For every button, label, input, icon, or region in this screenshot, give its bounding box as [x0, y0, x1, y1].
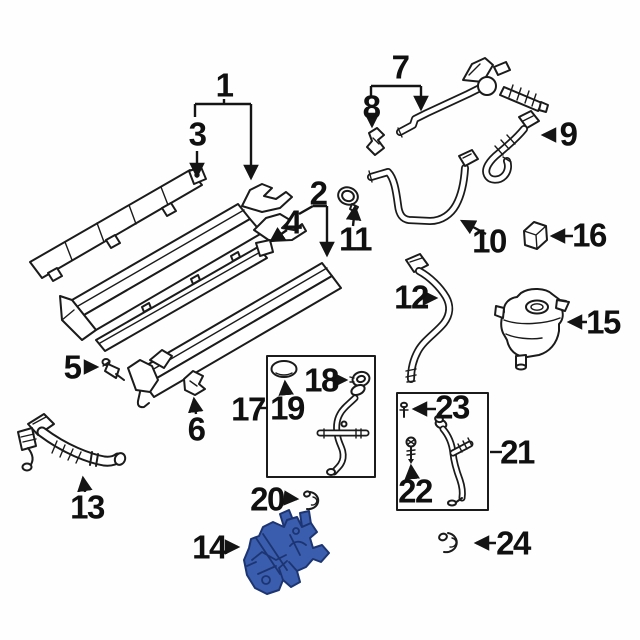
- part-6-bracket: [183, 370, 206, 396]
- part-21-hose: [434, 414, 474, 507]
- callout-22: 22: [398, 472, 433, 510]
- part-8-sensor: [366, 127, 385, 156]
- callout-18: 18: [304, 361, 339, 399]
- callout-24: 24: [496, 524, 531, 562]
- callout-10: 10: [472, 222, 507, 260]
- callout-16: 16: [572, 216, 607, 254]
- part-24-hook-clip: [438, 532, 458, 554]
- callout-1: 1: [215, 66, 234, 104]
- callout-11: 11: [339, 220, 372, 258]
- callout-12: 12: [394, 278, 429, 316]
- part-16-plug: [523, 221, 548, 250]
- part-13-hose: [17, 413, 127, 472]
- callout-15: 15: [586, 303, 621, 341]
- part-10-hose: [367, 149, 479, 225]
- callout-4: 4: [283, 203, 302, 241]
- part-12-hose: [405, 253, 454, 383]
- callout-20: 20: [250, 480, 285, 518]
- callout-6: 6: [187, 410, 206, 448]
- callout-leader-lines: [77, 84, 587, 555]
- part-17-group-box: [266, 355, 376, 478]
- callout-2: 2: [309, 174, 328, 212]
- part-21-group-box: [396, 392, 489, 511]
- part-19-cap: [270, 360, 298, 378]
- callout-5: 5: [63, 348, 82, 386]
- callout-17: 17: [231, 390, 266, 428]
- part-2-lower-shroud: [127, 262, 342, 409]
- callout-3: 3: [188, 115, 207, 153]
- callout-9: 9: [559, 115, 578, 153]
- callout-19: 19: [270, 389, 305, 427]
- part-22-pin: [405, 436, 417, 464]
- callout-23: 23: [435, 388, 470, 426]
- part-5-clip: [101, 358, 125, 381]
- part-23-pin: [399, 401, 409, 418]
- part-1-radiator-core: [59, 183, 307, 341]
- callout-13: 13: [70, 488, 105, 526]
- part-7-hose-assembly: [396, 57, 549, 138]
- part-3-upper-shroud: [29, 166, 207, 282]
- callout-21: 21: [500, 433, 535, 471]
- part-20-hook-clip: [303, 490, 320, 511]
- callout-14: 14: [192, 528, 227, 566]
- part-14-thermostat-housing-highlighted: [243, 509, 330, 595]
- part-9-hose: [482, 110, 540, 184]
- part-11-clamp: [337, 186, 359, 213]
- callout-8: 8: [362, 88, 381, 126]
- part-4-seal-strip: [95, 239, 274, 352]
- part-17-hose: [316, 383, 370, 476]
- part-15-reservoir: [494, 288, 570, 371]
- callout-7: 7: [391, 48, 410, 86]
